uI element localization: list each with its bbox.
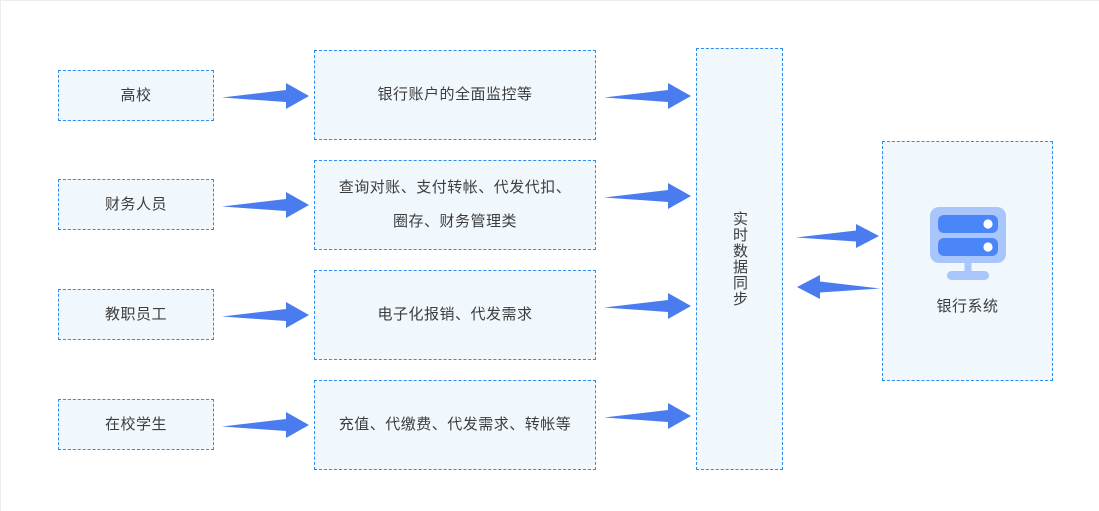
arrow-service-to-sync-1 bbox=[604, 83, 691, 109]
bank-system-label: 银行系统 bbox=[936, 298, 999, 315]
actor-label-university: 高校 bbox=[120, 86, 152, 104]
actor-box-university[interactable]: 高校 bbox=[58, 70, 214, 121]
arrow-actor-to-service-4 bbox=[222, 412, 309, 438]
service-label-reimbursement: 电子化报销、代发需求 bbox=[377, 306, 533, 323]
actor-box-finance-staff[interactable]: 财务人员 bbox=[58, 179, 214, 230]
arrow-actor-to-service-3 bbox=[222, 302, 309, 328]
actor-label-faculty-staff: 教职员工 bbox=[104, 305, 167, 323]
arrow-actor-to-service-2 bbox=[222, 192, 309, 218]
arrow-service-to-sync-3 bbox=[604, 293, 691, 319]
service-label-finance-services: 查询对账、支付转帐、代发代扣、 圈存、财务管理类 bbox=[338, 179, 572, 230]
arrow-actor-to-service-1 bbox=[222, 83, 309, 109]
actor-label-finance-staff: 财务人员 bbox=[104, 195, 167, 213]
arrow-service-to-sync-2 bbox=[604, 183, 691, 209]
arrow-sync-to-bank bbox=[796, 224, 879, 248]
sync-label: 实时数据同步 bbox=[731, 211, 748, 307]
service-box-finance-services[interactable]: 查询对账、支付转帐、代发代扣、 圈存、财务管理类 bbox=[314, 160, 596, 250]
service-label-student-services: 充值、代缴费、代发需求、转帐等 bbox=[338, 416, 572, 433]
service-box-student-services[interactable]: 充值、代缴费、代发需求、转帐等 bbox=[314, 380, 596, 470]
service-label-account-monitoring: 银行账户的全面监控等 bbox=[377, 86, 533, 103]
actor-box-faculty-staff[interactable]: 教职员工 bbox=[58, 289, 214, 340]
service-box-account-monitoring[interactable]: 银行账户的全面监控等 bbox=[314, 50, 596, 140]
sync-column[interactable]: 实时数据同步 bbox=[696, 48, 783, 470]
arrow-service-to-sync-4 bbox=[604, 403, 691, 429]
bank-system-panel[interactable]: 银行系统 bbox=[882, 141, 1053, 381]
arrow-bank-to-sync bbox=[797, 275, 880, 299]
service-box-reimbursement[interactable]: 电子化报销、代发需求 bbox=[314, 270, 596, 360]
server-icon bbox=[929, 207, 1006, 280]
actor-label-students: 在校学生 bbox=[104, 415, 167, 433]
actor-box-students[interactable]: 在校学生 bbox=[58, 399, 214, 450]
